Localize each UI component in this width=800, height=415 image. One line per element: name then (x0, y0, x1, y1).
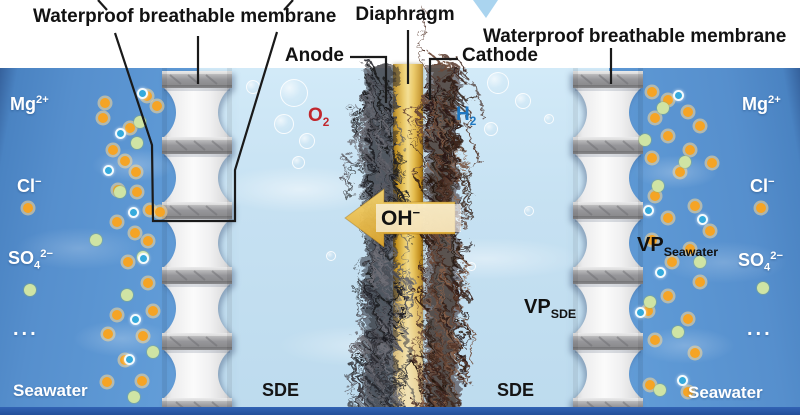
oh-base: OH (381, 207, 413, 230)
cl-ion-label-right: Cl− (750, 176, 775, 196)
label-cathode: Cathode (462, 45, 538, 66)
bottom-frame-bar (0, 407, 800, 415)
sde-label-right: SDE (497, 380, 535, 400)
waterproof-membrane-right (573, 68, 643, 415)
label-diaphragm: Diaphragm (355, 4, 455, 25)
vp-seawater-label: VPSeawater (637, 234, 719, 259)
label-anode: Anode (284, 45, 344, 66)
oh-label: OH− (376, 204, 461, 232)
mg-ion-label-right: Mg2+ (742, 94, 781, 114)
o2-gas-label: O2 (308, 105, 330, 129)
so4-ion-label-left: SO42− (8, 248, 53, 272)
cl-ion-label-left: Cl− (17, 176, 42, 196)
waterproof-membrane-left (162, 68, 232, 415)
ellipsis-right: ... (747, 318, 773, 340)
h2-gas-label: H2 (456, 104, 477, 128)
ellipsis-left: ... (13, 318, 39, 340)
seawater-label-left: Seawater (13, 381, 88, 400)
label-waterproof-membrane-right: Waterproof breathable membrane (483, 26, 787, 47)
seawater-label-right: Seawater (688, 383, 763, 402)
cathode-mesh (401, 4, 481, 415)
label-waterproof-membrane-left: Waterproof breathable membrane (33, 6, 337, 27)
sde-label-left: SDE (262, 380, 300, 400)
so4-ion-label-right: SO42− (738, 250, 783, 274)
anode-mesh (339, 53, 417, 415)
blue-arrow-tip-icon (473, 0, 498, 18)
vp-sde-label: VPSDE (524, 296, 577, 321)
mg-ion-label-left: Mg2+ (10, 94, 49, 114)
oh-sup: − (412, 205, 421, 220)
